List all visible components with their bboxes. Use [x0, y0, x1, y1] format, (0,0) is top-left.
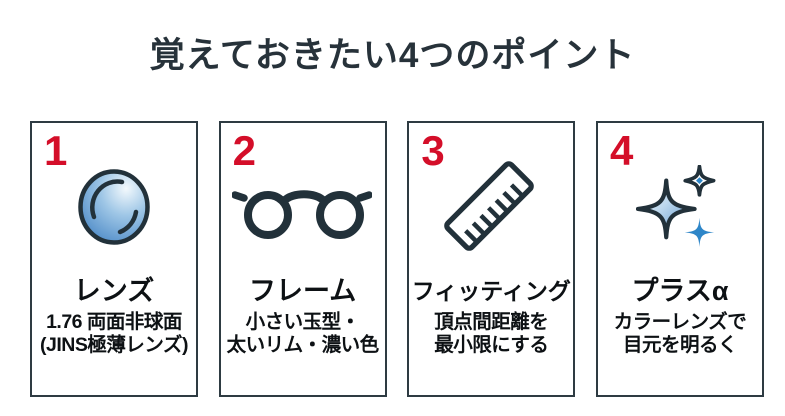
card-number: 3	[421, 127, 445, 174]
glasses-icon	[231, 190, 372, 239]
card-title: フレーム	[249, 276, 357, 306]
ruler-icon	[444, 161, 535, 251]
card-plus-alpha: 4 プラスα カラーレンズで 目元を明るく	[595, 121, 764, 397]
card-title: プラスα	[631, 276, 729, 306]
page-title: 覚えておきたい4つのポイント	[149, 36, 636, 75]
card-title: フィッティング	[411, 278, 571, 304]
card-number: 4	[609, 127, 634, 174]
card-description: カラーレンズで 目元を明るく	[613, 311, 747, 356]
card-fitting: 3 フィッティング 頂点間距離を	[407, 121, 576, 397]
card-lens: 1 レンズ 1.76 両面非球面 (JINS極薄レンズ)	[30, 121, 198, 397]
card-number: 2	[232, 127, 257, 174]
lens-icon	[78, 169, 150, 245]
sparkles-icon	[635, 165, 716, 248]
card-title: レンズ	[73, 276, 155, 306]
card-number: 1	[44, 127, 68, 174]
points-row: 1 レンズ 1.76 両面非球面 (JINS極薄レンズ)	[30, 121, 764, 397]
card-description: 1.76 両面非球面 (JINS極薄レンズ)	[40, 311, 188, 356]
card-description: 頂点間距離を 最小限にする	[434, 311, 549, 356]
card-frame: 2 フレーム 小さい玉型・ 太いリム・濃い色	[218, 121, 387, 397]
card-description: 小さい玉型・ 太いリム・濃い色	[226, 311, 380, 356]
